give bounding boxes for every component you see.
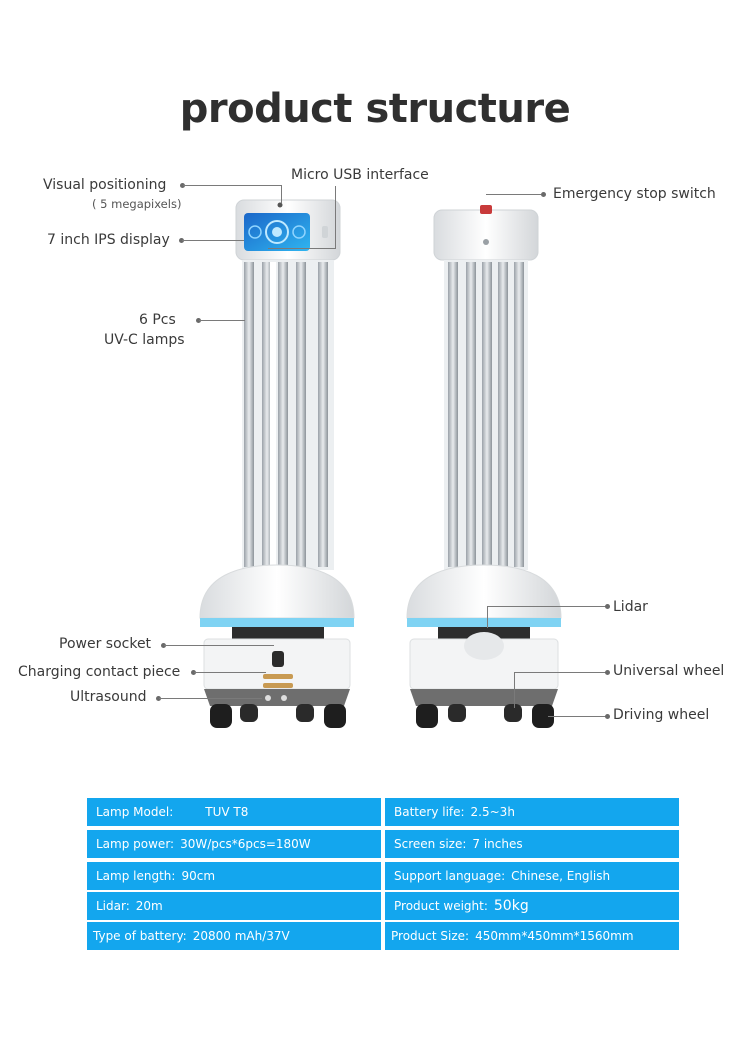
callout-line xyxy=(487,606,488,628)
spec-key: Screen size: xyxy=(394,837,467,851)
label-driving-wheel: Driving wheel xyxy=(613,707,710,723)
callout-line xyxy=(268,248,336,249)
spec-key: Lamp length: xyxy=(96,869,176,883)
spec-key: Lidar: xyxy=(96,899,130,913)
spec-row: Screen size: 7 inches xyxy=(385,830,679,858)
callout-dot xyxy=(161,643,166,648)
label-universal-wheel: Universal wheel xyxy=(613,663,725,679)
callout-line xyxy=(281,185,282,203)
spec-value: 2.5~3h xyxy=(470,805,515,819)
callout-dot xyxy=(191,670,196,675)
spec-key: Product Size: xyxy=(391,929,470,943)
label-power-socket: Power socket xyxy=(59,636,152,652)
label-lamps-line1: 6 Pcs xyxy=(139,312,176,328)
label-emergency-stop: Emergency stop switch xyxy=(553,186,716,202)
callout-line xyxy=(335,186,336,248)
label-visual-positioning: Visual positioning xyxy=(43,177,167,193)
robot-illustration xyxy=(199,199,562,728)
spec-row: Lamp power: 30W/pcs*6pcs=180W xyxy=(87,830,381,858)
spec-row: Lamp length: 90cm xyxy=(87,862,381,890)
callout-line xyxy=(548,716,606,717)
callout-line xyxy=(487,606,606,607)
callout-line xyxy=(164,645,274,646)
callout-dot xyxy=(179,238,184,243)
spec-row: Support language: Chinese, English xyxy=(385,862,679,890)
spec-value: 7 inches xyxy=(472,837,523,851)
label-lamps-line2: UV-C lamps xyxy=(104,332,185,348)
callout-line xyxy=(183,185,281,186)
callout-line xyxy=(194,672,266,673)
callout-line xyxy=(199,320,245,321)
spec-row: Lamp Model: TUV T8 xyxy=(87,798,381,826)
spec-row: Product weight: 50kg xyxy=(385,892,679,920)
callout-dot xyxy=(605,604,610,609)
label-ultrasound: Ultrasound xyxy=(70,689,147,705)
spec-value: 450mm*450mm*1560mm xyxy=(475,929,634,943)
label-charging-contact: Charging contact piece xyxy=(18,664,181,680)
spec-key: Product weight: xyxy=(394,899,488,913)
spec-row: Battery life: 2.5~3h xyxy=(385,798,679,826)
spec-value: Chinese, English xyxy=(511,869,611,883)
spec-key: Support language: xyxy=(394,869,506,883)
page-title: product structure xyxy=(179,86,571,132)
callout-line xyxy=(182,240,244,241)
spec-row: Lidar: 20m xyxy=(87,892,381,920)
callout-dot xyxy=(541,192,546,197)
callout-dot xyxy=(180,183,185,188)
callout-line xyxy=(486,194,541,195)
label-ips-display: 7 inch IPS display xyxy=(47,232,170,248)
emergency-stop-button xyxy=(480,205,492,214)
spec-value: 20m xyxy=(135,899,163,913)
spec-key: Lamp power: xyxy=(96,837,175,851)
label-micro-usb: Micro USB interface xyxy=(291,167,429,183)
spec-row: Product Size: 450mm*450mm*1560mm xyxy=(385,922,679,950)
callout-line xyxy=(514,672,606,673)
callout-line xyxy=(159,698,262,699)
label-visual-positioning-sub: ( 5 megapixels) xyxy=(92,197,182,211)
spec-row: Type of battery: 20800 mAh/37V xyxy=(87,922,381,950)
callout-dot xyxy=(605,714,610,719)
callout-dot xyxy=(196,318,201,323)
robot-front-view xyxy=(199,199,355,728)
spec-key: Battery life: xyxy=(394,805,465,819)
spec-key: Lamp Model: xyxy=(96,805,174,819)
spec-value: TUV T8 xyxy=(205,805,249,819)
spec-value: 90cm xyxy=(181,869,216,883)
spec-value: 30W/pcs*6pcs=180W xyxy=(180,837,311,851)
callout-dot xyxy=(605,670,610,675)
spec-value: 20800 mAh/37V xyxy=(192,929,290,943)
robot-rear-view xyxy=(406,205,562,728)
label-lidar: Lidar xyxy=(613,599,648,615)
spec-value: 50kg xyxy=(493,898,529,914)
callout-line xyxy=(514,672,515,708)
callout-dot xyxy=(156,696,161,701)
spec-key: Type of battery: xyxy=(93,929,187,943)
